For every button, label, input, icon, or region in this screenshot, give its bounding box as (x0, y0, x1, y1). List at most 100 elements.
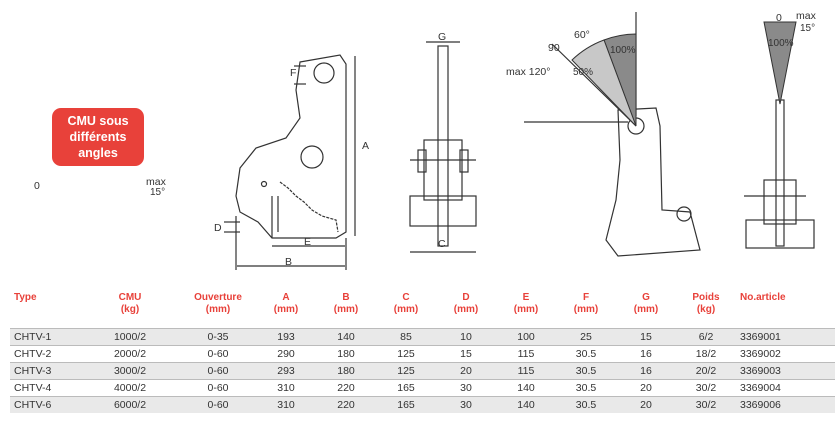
cell-f: 30.5 (556, 396, 616, 413)
header-b: B(mm) (333, 292, 359, 315)
right-pct-100-label: 100% (768, 38, 794, 49)
cell-no-article: 3369003 (736, 362, 835, 380)
cell-ouverture: 0-60 (180, 379, 256, 397)
cell-f: 30.5 (556, 379, 616, 397)
badge-text: CMU sous différents angles (67, 114, 129, 160)
cell-cmu: 6000/2 (80, 396, 180, 413)
cell-a: 293 (256, 362, 316, 380)
cell-d: 10 (436, 328, 496, 346)
cell-type: CHTV-2 (10, 345, 80, 363)
cell-g: 16 (616, 345, 676, 363)
cell-poids: 6/2 (676, 328, 736, 346)
cell-b: 220 (316, 396, 376, 413)
cell-c: 125 (376, 362, 436, 380)
cell-no-article: 3369002 (736, 345, 835, 363)
cell-a: 310 (256, 396, 316, 413)
cell-ouverture: 0-60 (180, 345, 256, 363)
cell-e: 100 (496, 328, 556, 346)
cell-cmu: 4000/2 (80, 379, 180, 397)
cell-type: CHTV-4 (10, 379, 80, 397)
cell-e: 140 (496, 379, 556, 397)
table-row: CHTV-1 1000/2 0-35 193 140 85 10 100 25 … (10, 328, 835, 346)
right-max-label: max (796, 10, 816, 22)
cell-ouverture: 0-60 (180, 362, 256, 380)
dim-e-label: E (304, 236, 312, 248)
pct-50-label: 50% (573, 67, 594, 78)
dim-b-label: B (285, 256, 293, 268)
cell-e: 140 (496, 396, 556, 413)
cell-f: 30.5 (556, 362, 616, 380)
cell-d: 15 (436, 345, 496, 363)
cell-g: 20 (616, 396, 676, 413)
header-g: G(mm) (633, 292, 659, 315)
cell-c: 165 (376, 396, 436, 413)
header-cmu: CMU(kg) (118, 292, 142, 315)
clamp-technical-drawings (224, 12, 815, 270)
header-f: F(mm) (573, 292, 599, 315)
cell-poids: 30/2 (676, 379, 736, 397)
header-no-article: No.article (740, 292, 786, 303)
header-e: E(mm) (513, 292, 539, 315)
table-row: CHTV-3 3000/2 0-60 293 180 125 20 115 30… (10, 362, 835, 380)
spec-table: Type CMU(kg) Ouverture(mm) A(mm) B(mm) C… (10, 292, 835, 413)
cell-a: 310 (256, 379, 316, 397)
cell-cmu: 3000/2 (80, 362, 180, 380)
cell-g: 16 (616, 362, 676, 380)
cell-g: 20 (616, 379, 676, 397)
cell-ouverture: 0-35 (180, 328, 256, 346)
dim-c-label: C (438, 238, 446, 250)
pct-100-label: 100% (610, 45, 636, 56)
header-type: Type (14, 292, 37, 303)
cell-f: 30.5 (556, 345, 616, 363)
header-poids: Poids(kg) (692, 292, 720, 315)
dim-d-label: D (214, 222, 222, 234)
header-c: C(mm) (393, 292, 419, 315)
clamp-side-view (224, 54, 356, 270)
cell-g: 15 (616, 328, 676, 346)
cell-f: 25 (556, 328, 616, 346)
cell-poids: 18/2 (676, 345, 736, 363)
cell-type: CHTV-6 (10, 396, 80, 413)
cell-type: CHTV-3 (10, 362, 80, 380)
table-row: CHTV-2 2000/2 0-60 290 180 125 15 115 30… (10, 345, 835, 363)
cell-d: 30 (436, 379, 496, 397)
cell-no-article: 3369001 (736, 328, 835, 346)
cell-b: 180 (316, 345, 376, 363)
cell-c: 85 (376, 328, 436, 346)
angle-zero-label: 0 (34, 180, 40, 192)
header-a: A(mm) (273, 292, 299, 315)
cell-d: 20 (436, 362, 496, 380)
cell-poids: 20/2 (676, 362, 736, 380)
dim-f-label: F (290, 67, 297, 79)
cell-ouverture: 0-60 (180, 396, 256, 413)
header-ouverture: Ouverture(mm) (194, 292, 242, 315)
dim-g-label: G (438, 31, 447, 43)
angle-deg-label: 15° (150, 187, 166, 198)
table-row: CHTV-6 6000/2 0-60 310 220 165 30 140 30… (10, 396, 835, 413)
cell-e: 115 (496, 345, 556, 363)
right-zero-label: 0 (776, 12, 782, 24)
cell-c: 165 (376, 379, 436, 397)
angle-60-label: 60° (574, 29, 590, 41)
clamp-front-view-right (744, 99, 815, 249)
cell-b: 180 (316, 362, 376, 380)
clamp-front-view (409, 41, 477, 253)
cell-c: 125 (376, 345, 436, 363)
angle-90-label: 90 (548, 42, 560, 54)
cell-b: 220 (316, 379, 376, 397)
cell-b: 140 (316, 328, 376, 346)
cell-cmu: 2000/2 (80, 345, 180, 363)
cmu-angles-badge: CMU sous différents angles (52, 108, 144, 166)
header-d: D(mm) (453, 292, 479, 315)
angle-max120-label: max 120° (506, 66, 551, 78)
dim-a-label: A (362, 140, 370, 152)
cell-d: 30 (436, 396, 496, 413)
cell-no-article: 3369006 (736, 396, 835, 413)
right-deg-label: 15° (800, 23, 816, 34)
cell-cmu: 1000/2 (80, 328, 180, 346)
cell-a: 290 (256, 345, 316, 363)
cell-a: 193 (256, 328, 316, 346)
table-row: CHTV-4 4000/2 0-60 310 220 165 30 140 30… (10, 379, 835, 397)
table-header-row: Type CMU(kg) Ouverture(mm) A(mm) B(mm) C… (10, 292, 835, 329)
angle-max-label: max (146, 176, 166, 188)
